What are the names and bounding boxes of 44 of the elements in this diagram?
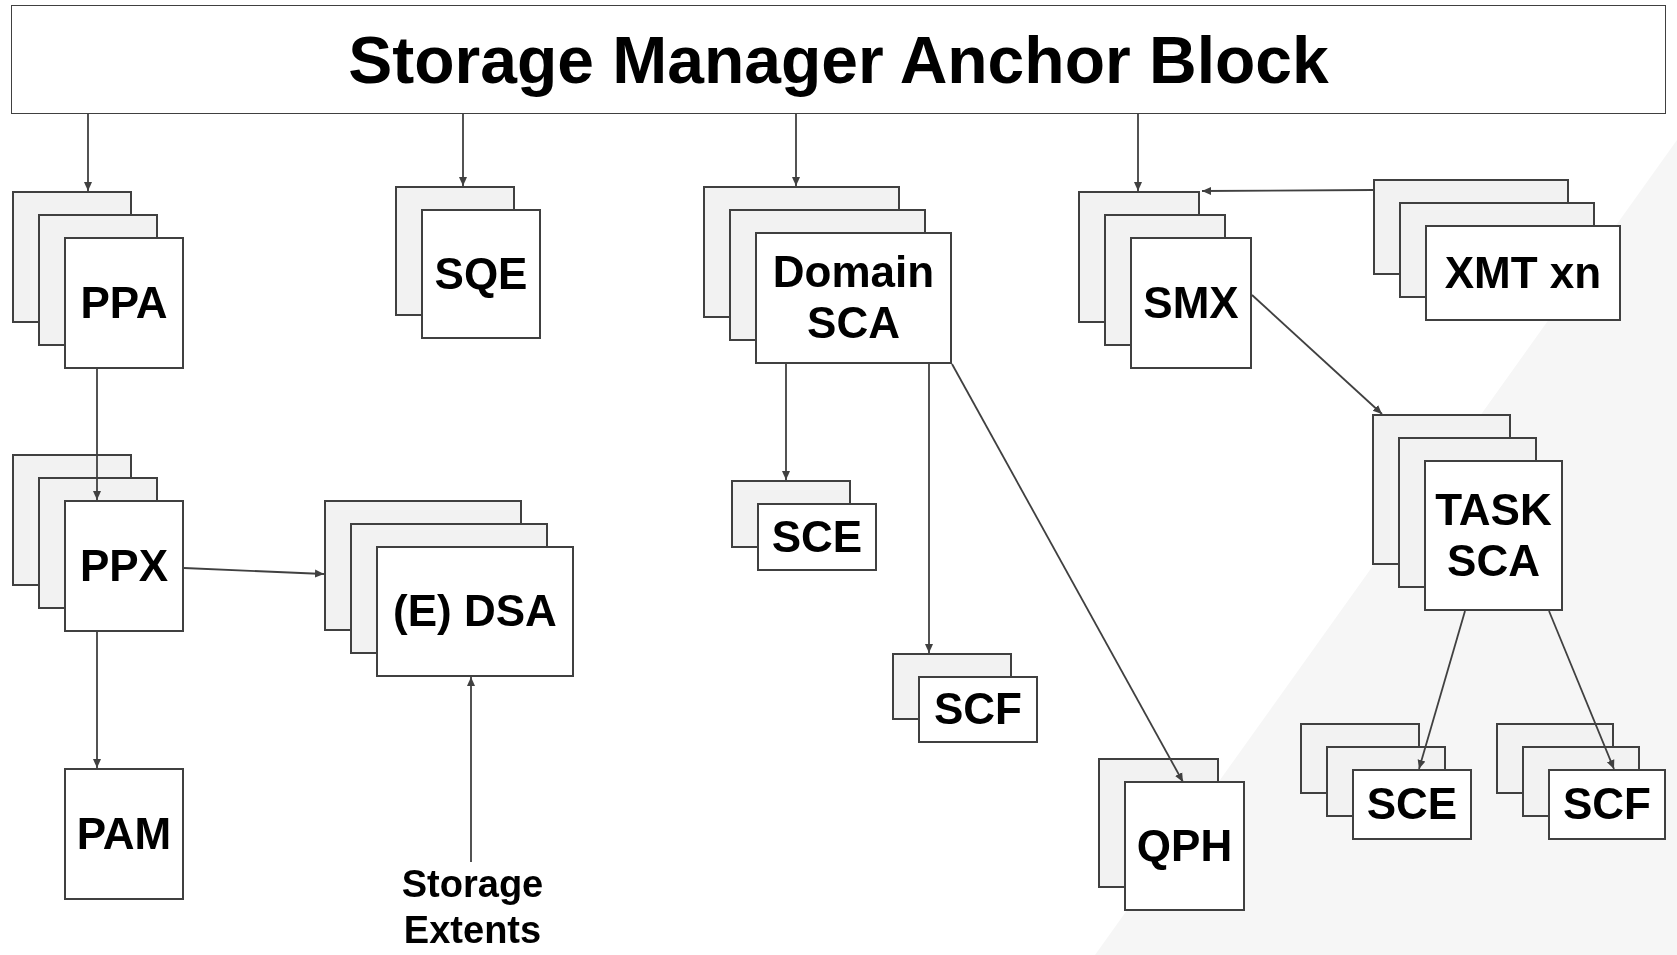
stacked-cards [324, 500, 574, 677]
stacked-cards [731, 480, 877, 571]
arrow [459, 113, 467, 187]
arrow [84, 113, 92, 192]
arrow [1417, 610, 1466, 770]
stacked-cards [892, 653, 1038, 743]
title-box: Storage Manager Anchor Block [11, 5, 1666, 114]
process-box: PAM [64, 768, 184, 900]
stacked-cards [1372, 414, 1563, 611]
stacked-cards [1373, 179, 1621, 321]
process-box: XMT xn [1425, 225, 1621, 321]
process-box: PPA [64, 237, 184, 369]
arrow [1548, 610, 1615, 770]
text-label: Storage Extents [390, 862, 555, 954]
arrow [951, 363, 1184, 783]
process-box: QPH [1124, 781, 1245, 911]
stacked-cards [1496, 723, 1666, 840]
arrow [1134, 113, 1142, 192]
arrow [782, 363, 790, 481]
stacked-cards [1078, 191, 1252, 369]
stacked-cards [1098, 758, 1245, 911]
process-box: SCF [1548, 769, 1666, 840]
process-box: SQE [421, 209, 541, 339]
process-box: SMX [1130, 237, 1252, 369]
process-box: PPX [64, 500, 184, 632]
stacked-cards [703, 186, 952, 364]
stacked-cards [12, 191, 184, 369]
arrow [467, 676, 475, 863]
arrow [1201, 186, 1374, 195]
process-box: SCF [918, 676, 1038, 743]
arrow [93, 631, 101, 769]
arrow [93, 368, 101, 501]
arrow [1251, 294, 1383, 415]
arrow [183, 567, 325, 578]
process-box: (E) DSA [376, 546, 574, 677]
process-box: Domain SCA [755, 232, 952, 364]
process-box: SCE [757, 503, 877, 571]
stacked-cards [1300, 723, 1472, 840]
stacked-cards [395, 186, 541, 339]
process-box: TASK SCA [1424, 460, 1563, 611]
arrow [925, 363, 933, 654]
stacked-cards [12, 454, 184, 632]
process-box: SCE [1352, 769, 1472, 840]
arrow [792, 113, 800, 187]
